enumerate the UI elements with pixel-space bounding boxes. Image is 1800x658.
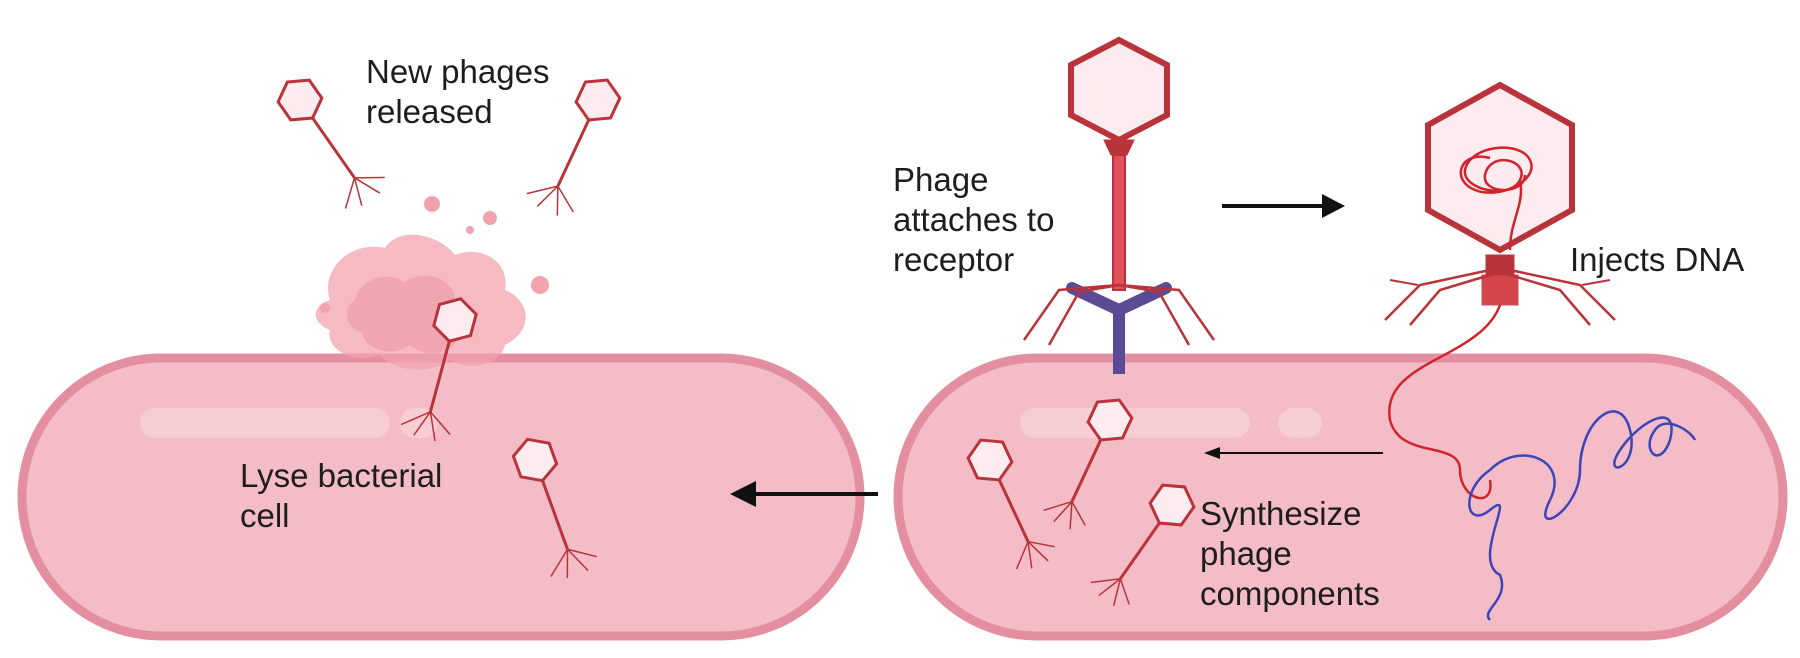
label-phage-attaches: Phage attaches to receptor — [893, 161, 1055, 278]
phage-in-left-cell — [508, 431, 597, 579]
new-phage-1 — [961, 430, 1055, 570]
arrow-synthesize-to-lyse — [730, 481, 878, 507]
injecting-phage — [1384, 81, 1616, 500]
new-phage-2 — [1043, 390, 1139, 530]
host-bacterial-dna — [1468, 410, 1697, 621]
label-injects-dna: Injects DNA — [1570, 241, 1745, 278]
left-cell-highlight — [140, 408, 390, 438]
arrow-attach-to-inject — [1222, 194, 1345, 218]
lysis-burst — [315, 196, 549, 370]
right-cell-highlight-small — [1278, 408, 1322, 438]
escaping-phage — [400, 292, 481, 442]
right-cell-highlight — [1020, 408, 1250, 438]
cell-receptor — [1066, 282, 1172, 374]
released-phage-1 — [270, 69, 385, 209]
label-new-phages-released: New phages released — [366, 53, 550, 130]
attaching-phage — [1022, 36, 1216, 346]
released-phage-2 — [526, 70, 627, 216]
label-lyse-bacterial-cell: Lyse bacterial cell — [240, 457, 443, 534]
label-synthesize-phage-components: Synthesize phage components — [1200, 495, 1380, 612]
new-phage-3 — [1090, 474, 1202, 606]
arrow-inject-to-synthesize — [1204, 447, 1383, 459]
